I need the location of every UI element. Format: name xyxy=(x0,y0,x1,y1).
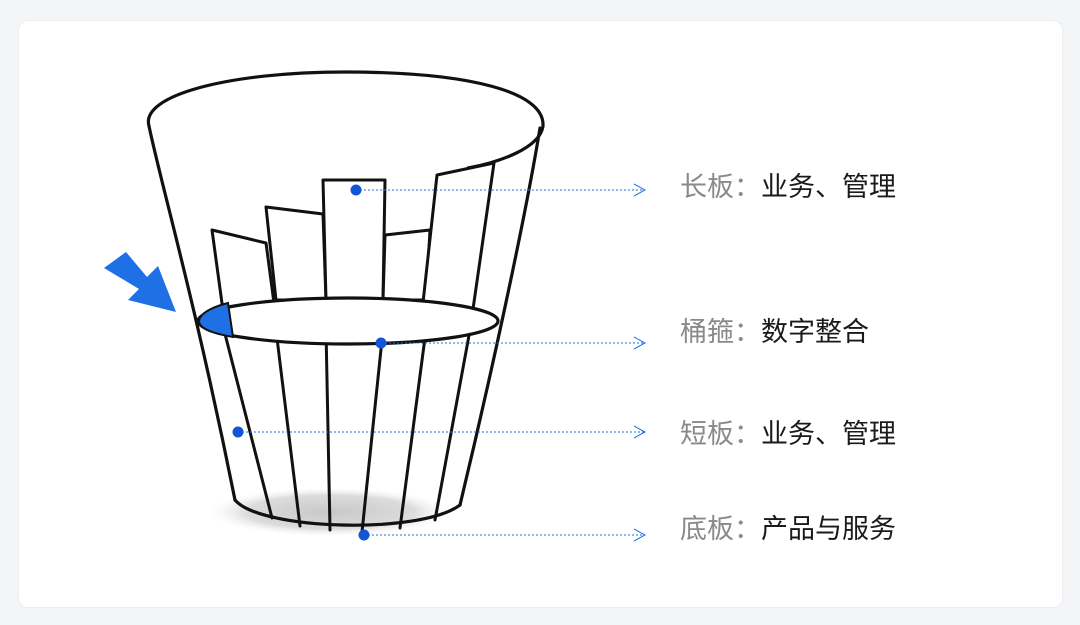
label-short-board: 短板：业务、管理 xyxy=(680,415,896,455)
label-value: 产品与服务 xyxy=(761,514,896,545)
leader-arrowheads xyxy=(634,184,645,541)
label-key: 底板 xyxy=(680,514,734,545)
label-value: 业务、管理 xyxy=(761,172,896,203)
label-key: 短板 xyxy=(680,419,734,450)
label-separator: ： xyxy=(734,419,761,450)
arrowhead-2 xyxy=(634,337,645,349)
label-bottom-board: 底板：产品与服务 xyxy=(680,510,896,550)
leader-dot-3 xyxy=(233,427,244,438)
label-key: 桶箍 xyxy=(680,317,734,348)
label-hoop: 桶箍：数字整合 xyxy=(680,313,869,353)
arrowhead-4 xyxy=(634,529,645,541)
hoop xyxy=(198,298,498,344)
hoop-highlight xyxy=(199,303,233,337)
leader-dot-1 xyxy=(351,185,362,196)
arrowhead-1 xyxy=(634,184,645,196)
label-long-board: 长板：业务、管理 xyxy=(680,168,896,208)
label-value: 数字整合 xyxy=(761,317,869,348)
stave-2 xyxy=(266,207,326,300)
label-value: 业务、管理 xyxy=(761,419,896,450)
label-separator: ： xyxy=(734,317,761,348)
arrow-pointer-icon xyxy=(104,252,176,312)
label-separator: ： xyxy=(734,514,761,545)
label-key: 长板 xyxy=(680,172,734,203)
stave-3 xyxy=(323,180,385,300)
leader-dot-2 xyxy=(376,338,387,349)
label-separator: ： xyxy=(734,172,761,203)
leader-dot-4 xyxy=(359,530,370,541)
